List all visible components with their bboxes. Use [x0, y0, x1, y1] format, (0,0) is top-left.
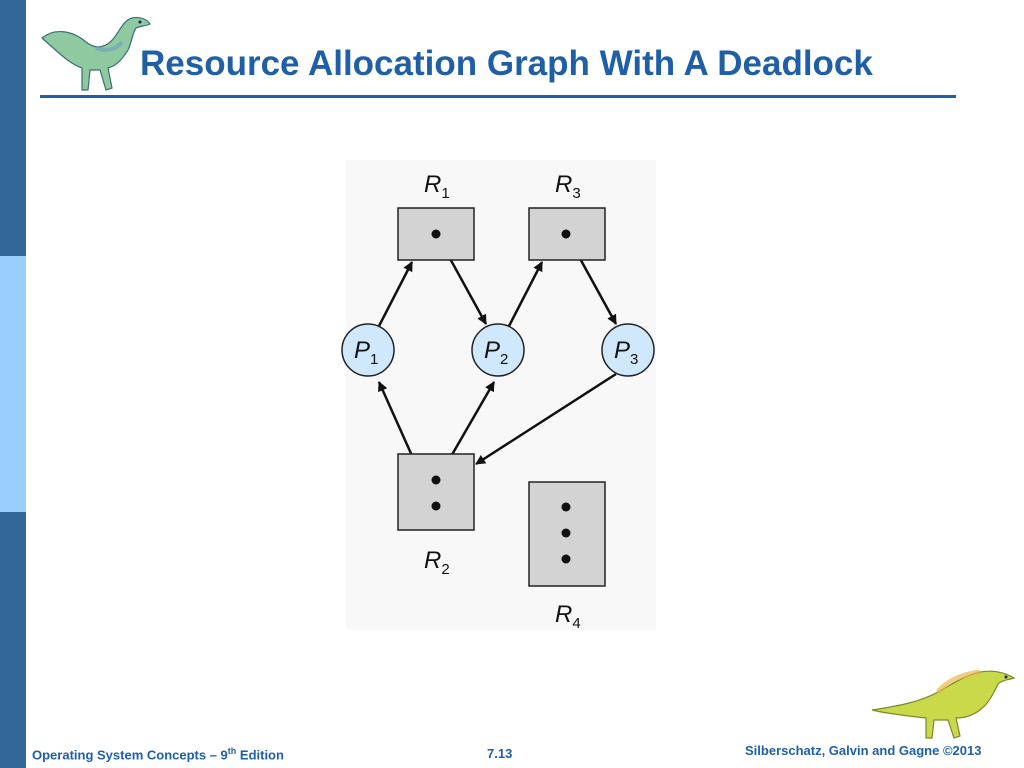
svg-text:P1: P1 — [354, 337, 378, 368]
process-p2-subscript: 2 — [500, 351, 508, 368]
process-p2-label: P — [484, 337, 500, 364]
svg-text:P2: P2 — [484, 337, 508, 368]
resource-r2-subscript: 2 — [441, 561, 449, 578]
resource-r3: R3 — [528, 171, 606, 261]
resource-r4-label: R — [555, 601, 572, 628]
footer-book-title: Operating System Concepts – 9th Edition — [32, 746, 284, 762]
resource-r1-subscript: 1 — [441, 185, 449, 202]
sidebar-bottom-band — [0, 512, 26, 768]
resource-r1: R1 — [397, 171, 475, 261]
process-p3-subscript: 3 — [630, 351, 638, 368]
slide-title: Resource Allocation Graph With A Deadloc… — [140, 44, 873, 83]
resource-r4-instance-2 — [561, 528, 571, 538]
process-p1-subscript: 1 — [370, 351, 378, 368]
footer-book-edition: Edition — [236, 747, 284, 763]
resource-r3-subscript: 3 — [572, 185, 580, 202]
process-p3-label: P — [614, 337, 630, 364]
footer-book-superscript: th — [227, 746, 237, 756]
svg-text:R2: R2 — [424, 547, 450, 578]
process-p2: P2 — [471, 323, 525, 377]
svg-text:R3: R3 — [555, 171, 581, 202]
resource-r2-label: R — [424, 547, 441, 574]
resource-r3-label: R — [555, 171, 572, 198]
resource-r1-instance — [431, 229, 441, 239]
title-underline — [40, 95, 956, 98]
process-p1-node — [341, 323, 395, 377]
edge-p1-requests-r1 — [377, 261, 414, 327]
resource-r4-subscript: 4 — [572, 615, 580, 632]
footer-page-number: 7.13 — [487, 746, 513, 761]
svg-text:R1: R1 — [424, 171, 450, 202]
resource-r2-instance-1 — [431, 475, 441, 485]
svg-text:P3: P3 — [614, 337, 638, 368]
footer-book-name: Operating System Concepts – 9 — [32, 747, 228, 763]
process-p2-node — [471, 323, 525, 377]
resource-r1-label: R — [424, 171, 441, 198]
dinosaur-logo-icon — [41, 16, 151, 91]
resource-r4-instance-1 — [561, 502, 571, 512]
footer-copyright: Silberschatz, Galvin and Gagne ©2013 — [745, 743, 982, 758]
process-p3-node — [601, 323, 655, 377]
process-p1-label: P — [354, 337, 370, 364]
edge-p3-requests-r2 — [475, 372, 617, 466]
resource-r2-instance-2 — [431, 501, 441, 511]
process-p1: P1 — [341, 323, 395, 377]
sidebar-middle-band — [0, 256, 26, 512]
resource-r3-instance — [561, 229, 571, 239]
resource-r4: R4 — [528, 481, 606, 632]
resource-r4-instance-3 — [561, 554, 571, 564]
dinosaur-footer-icon — [871, 669, 1016, 739]
sidebar-top-band — [0, 0, 26, 256]
svg-text:R4: R4 — [555, 601, 581, 632]
resource-r2: R2 — [397, 453, 475, 578]
resource-r2-box — [397, 453, 475, 531]
process-p3: P3 — [601, 323, 655, 377]
edge-p2-requests-r3 — [507, 261, 544, 327]
